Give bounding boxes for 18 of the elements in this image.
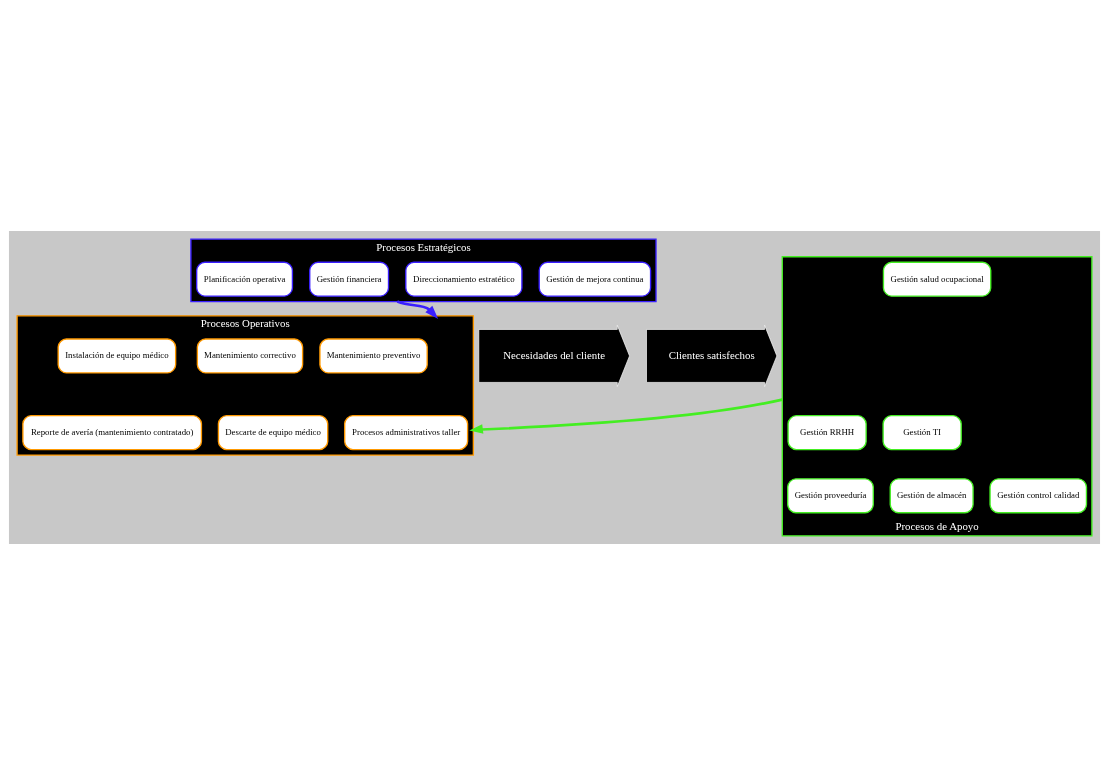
node-box: Mantenimiento preventivo: [319, 338, 428, 374]
node-box: Gestión control calidad: [989, 478, 1088, 514]
node-box: Descarte de equipo médico: [217, 415, 329, 451]
arrow: [469, 398, 783, 434]
node-box: Instalación de equipo médico: [57, 338, 177, 374]
node-box: Gestión de almacén: [889, 478, 974, 514]
node-box: Mantenimiento correctivo: [196, 338, 304, 374]
node-box: Direccionamiento estratético: [405, 261, 523, 297]
node-box: Gestión financiera: [309, 261, 390, 297]
node-box: Reporte de avería (mantenimiento contratado): [22, 415, 203, 451]
node-box: Gestión salud ocupacional: [882, 261, 992, 297]
node-box: Gestión TI: [882, 415, 962, 451]
arrow: [396, 300, 439, 319]
node-box: Procesos administrativos taller: [344, 415, 469, 451]
node-box: Planificación operativa: [196, 261, 294, 297]
node-box: Gestión proveeduría: [787, 478, 874, 514]
node-box: Gestión RRHH: [787, 415, 867, 451]
node-box: Gestión de mejora continua: [538, 261, 652, 297]
